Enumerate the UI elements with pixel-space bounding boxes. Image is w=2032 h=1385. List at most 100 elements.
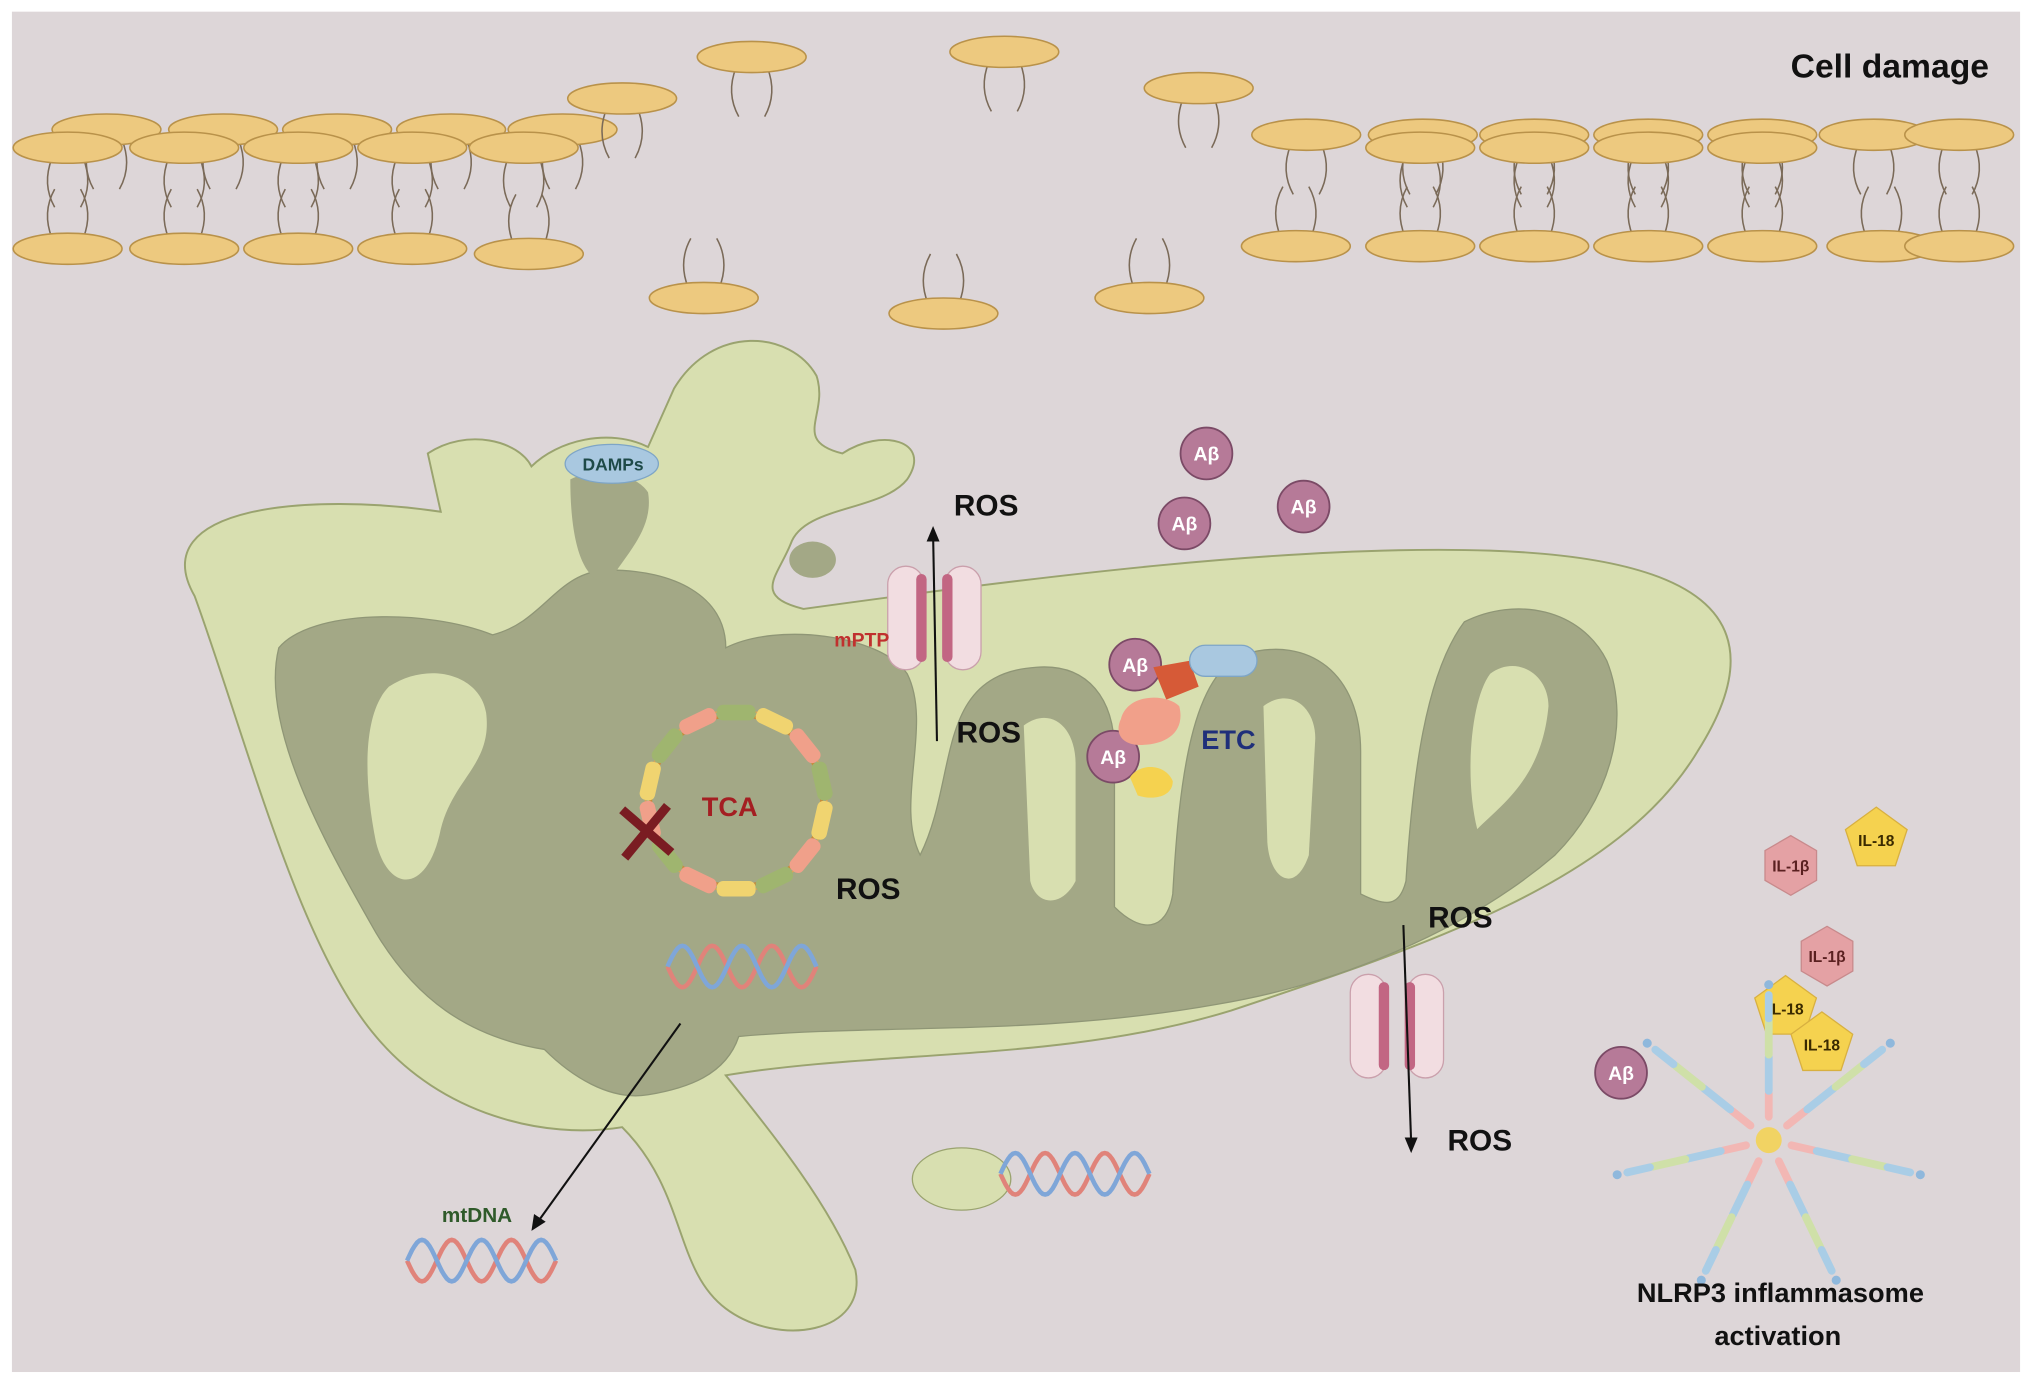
nlrp3-arm — [1774, 1157, 1841, 1285]
tca-cycle — [639, 704, 833, 897]
damps-label: DAMPs — [582, 454, 643, 474]
lipid-molecule — [1707, 131, 1818, 208]
lipid-molecule — [12, 188, 123, 266]
crista-pocket — [1263, 698, 1316, 879]
mtdna-release-arrow — [537, 1022, 682, 1223]
ros-down-arrow — [1402, 925, 1413, 1143]
lipid-molecule — [1365, 186, 1476, 263]
nlrp3-inflammasome — [1612, 980, 1925, 1285]
etc-pink-subunit — [1118, 697, 1181, 745]
lipid-molecule — [1094, 238, 1205, 315]
lipid-molecule — [1143, 71, 1254, 149]
lipid-molecule — [12, 131, 123, 208]
lipid-molecule — [949, 35, 1060, 112]
lipid-molecule — [473, 193, 585, 271]
lipid-molecule — [357, 188, 468, 266]
crista-pocket — [1470, 665, 1549, 830]
amyloid-beta: Aβ — [1157, 496, 1212, 551]
il-18: IL-18 — [1790, 1011, 1854, 1072]
tca-label: TCA — [702, 791, 758, 822]
il-18-label: IL-18 — [1858, 833, 1895, 850]
ros-up-arrow — [932, 533, 939, 742]
lipid-molecule — [696, 40, 807, 117]
lipid-molecule — [1707, 186, 1818, 263]
amyloid-beta-label: Aβ — [1171, 514, 1197, 536]
arrows — [531, 526, 1418, 1231]
lipid-molecule — [1593, 186, 1704, 263]
lipid-molecule — [243, 131, 354, 208]
lipid-molecule — [888, 253, 999, 330]
tca-enzyme — [716, 881, 756, 897]
lipid-molecule — [1593, 131, 1704, 208]
lipid-molecule — [129, 131, 240, 208]
amyloid-beta-label: Aβ — [1122, 655, 1148, 677]
amyloid-beta-label: Aβ — [1608, 1063, 1634, 1085]
cell-membrane — [12, 35, 2015, 330]
amyloid-beta-label: Aβ — [1291, 497, 1317, 519]
mitochondrion — [184, 339, 1732, 1332]
etc-blue-subunit — [1188, 644, 1258, 677]
tca-enzyme — [755, 708, 794, 735]
etc-complex — [1118, 644, 1258, 798]
nlrp3-label-line2: activation — [1714, 1320, 1841, 1351]
ros-label-released: ROS — [1448, 1124, 1513, 1157]
nlrp3-arm — [1642, 1038, 1755, 1130]
nlrp3-arm — [1612, 1141, 1750, 1180]
damps-stalk — [570, 472, 649, 584]
ros-label-inner-right: ROS — [1428, 902, 1493, 935]
il-1b: IL-1β — [1800, 925, 1854, 987]
nlrp3-core — [1755, 1127, 1782, 1154]
crista-pocket — [1023, 717, 1076, 901]
lipid-molecule — [1479, 186, 1590, 263]
diagram-title: Cell damage — [1791, 49, 1989, 86]
lipid-molecule — [468, 131, 579, 208]
il-18-label: IL-18 — [1804, 1038, 1841, 1055]
tca-enzyme — [789, 728, 821, 764]
lipid-molecule — [357, 131, 468, 208]
il-18: IL-18 — [1844, 806, 1908, 867]
ros-label-outside-top: ROS — [954, 490, 1019, 523]
amyloid-beta: Aβ — [1594, 1045, 1648, 1100]
tca-enzyme — [651, 728, 683, 764]
tca-inhibition-x — [619, 802, 675, 861]
etc-red-subunit — [1153, 660, 1199, 700]
mptp-label: mPTP — [834, 630, 889, 652]
il-1b-label: IL-1β — [1772, 858, 1809, 875]
il-1b: IL-1β — [1764, 834, 1818, 897]
mtdna-helix — [405, 1237, 559, 1284]
tca-enzyme — [755, 866, 794, 894]
lipid-molecule — [1365, 131, 1476, 208]
lipid-molecule — [566, 82, 678, 159]
mtdna-label: mtDNA — [442, 1204, 512, 1227]
amyloid-beta-label: Aβ — [1100, 747, 1126, 769]
dna-helices — [405, 943, 1152, 1284]
amyloid-beta: Aβ — [1276, 479, 1331, 534]
amyloid-beta: Aβ — [1179, 426, 1234, 481]
tca-enzyme — [679, 866, 717, 894]
vesicle — [911, 1147, 1012, 1211]
channels — [887, 565, 1445, 1079]
tca-enzyme — [789, 838, 821, 874]
nlrp3-arm — [1764, 980, 1774, 1121]
nlrp3-arm — [1787, 1141, 1925, 1180]
lipid-molecule — [1479, 131, 1590, 208]
il-1b-label: IL-1β — [1809, 949, 1846, 966]
il-18-label: IL-18 — [1767, 1001, 1804, 1018]
mtdna-helix — [998, 1150, 1152, 1197]
vesicle — [789, 541, 836, 578]
lipid-molecule — [243, 188, 354, 266]
ros-label-matrix: ROS — [957, 716, 1022, 749]
amyloid-beta-label: Aβ — [1194, 444, 1220, 466]
lipid-molecule — [1904, 186, 2015, 263]
etc-yellow-subunit — [1130, 767, 1173, 798]
lipid-molecule — [1240, 186, 1352, 263]
nlrp3-arm — [1696, 1157, 1763, 1285]
tca-enzyme — [639, 761, 661, 801]
lipid-molecule — [129, 188, 240, 266]
lipid-molecule — [648, 238, 759, 315]
etc-label: ETC — [1201, 724, 1255, 755]
damps-marker — [564, 443, 660, 484]
